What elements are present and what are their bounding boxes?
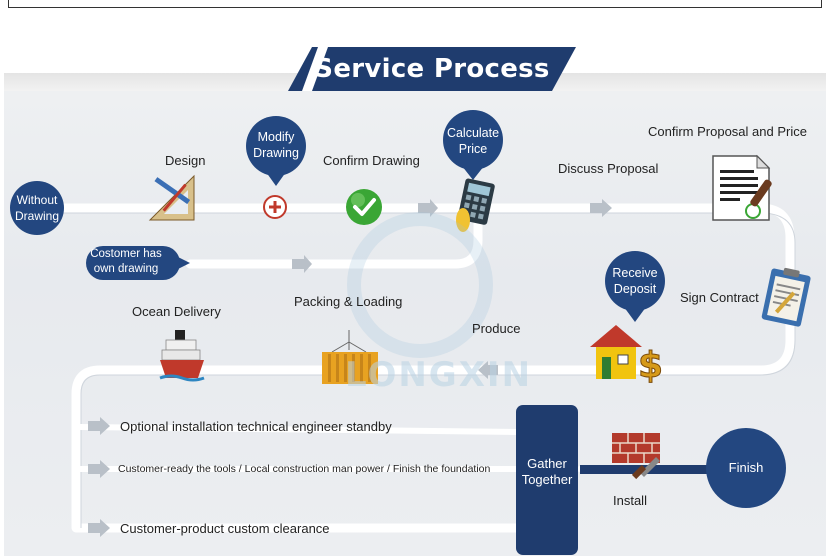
customer-drawing-pill: [86, 246, 190, 280]
without-drawing-label: Without Drawing: [14, 193, 59, 223]
plus-circle-icon: [263, 195, 287, 219]
crane-container-icon: [322, 330, 378, 384]
packing-loading-label: Packing & Loading: [294, 294, 403, 309]
flow-arrows: [88, 199, 612, 537]
without-drawing-bubble: [10, 181, 64, 235]
design-label: Design: [165, 153, 206, 168]
clipboard-icon: [761, 267, 811, 327]
modify-drawing-label: Modify Drawing: [253, 130, 299, 160]
receive-deposit-bubble: [605, 251, 665, 322]
svg-text:$: $: [638, 345, 663, 386]
install-label: Install: [613, 493, 647, 508]
customer-drawing-label: Costomer has own drawing: [90, 248, 162, 275]
gather-together-block: [516, 405, 578, 555]
flow-pipe: [35, 203, 795, 533]
option-customer-ready: Customer-ready the tools / Local constru…: [118, 463, 491, 475]
option-engineer-standby: Optional installation technical engineer…: [120, 419, 392, 434]
finish-label: Finish: [728, 460, 764, 475]
check-circle-icon: [346, 189, 382, 225]
banner-shape: [288, 47, 576, 91]
document-icon: [712, 154, 772, 221]
confirm-drawing-label: Confirm Drawing: [323, 153, 420, 168]
option-custom-clearance: Customer-product custom clearance: [120, 521, 330, 536]
house-dollar-icon: $: [590, 325, 664, 387]
design-ruler-icon: [148, 174, 195, 221]
ocean-delivery-label: Ocean Delivery: [132, 304, 221, 319]
discuss-proposal-label: Discuss Proposal: [558, 161, 659, 176]
watermark-text: LONGXIN: [345, 355, 533, 395]
hand-icon: [456, 208, 470, 232]
confirm-proposal-label: Confirm Proposal and Price: [648, 124, 807, 139]
produce-label: Produce: [472, 321, 521, 336]
watermark-logo: [347, 212, 493, 358]
modify-drawing-bubble: [246, 116, 306, 186]
banner-title: Service Process: [314, 54, 550, 84]
sign-contract-label: Sign Contract: [680, 290, 759, 305]
gather-together-label: Gather Together: [521, 456, 573, 487]
brick-wall-icon: [612, 433, 660, 480]
calculate-price-bubble: [443, 110, 503, 180]
cargo-ship-icon: [159, 330, 205, 382]
calculate-price-label: Calculate Price: [446, 126, 500, 156]
receive-deposit-label: Receive Deposit: [612, 266, 658, 296]
process-panel: [4, 91, 826, 556]
top-frame-box: [8, 0, 822, 8]
